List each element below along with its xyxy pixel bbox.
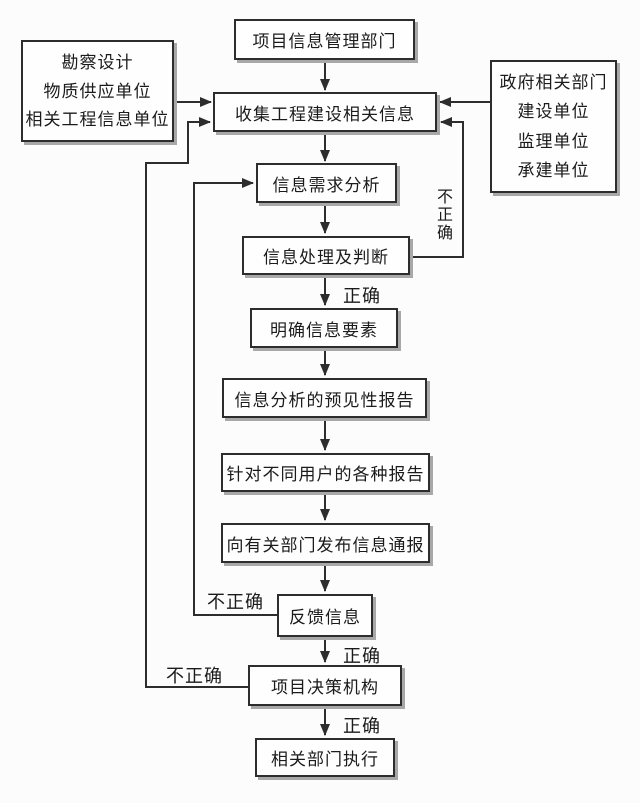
node-execute: 相关部门执行 <box>255 738 395 777</box>
label-correct-after-decision: 正确 <box>343 716 381 736</box>
node-clarify-elements-label: 明确信息要素 <box>270 320 378 340</box>
node-collect-info: 收集工程建设相关信息 <box>213 92 437 132</box>
node-user-reports: 针对不同用户的各种报告 <box>221 453 430 492</box>
node-decision-body-label: 项目决策机构 <box>271 678 379 697</box>
node-notify-departments-label: 向有关部门发布信息通报 <box>226 535 425 555</box>
node-process-judge-label: 信息处理及判断 <box>263 248 389 267</box>
left-source-survey-design: 勘察设计 <box>61 52 134 72</box>
node-predictive-report: 信息分析的预见性报告 <box>222 378 427 418</box>
loop-feedback-incorrect-to-needanalysis <box>193 178 277 616</box>
node-left-sources: 勘察设计 物质供应单位 相关工程信息单位 <box>21 40 174 142</box>
node-need-analysis: 信息需求分析 <box>256 163 397 203</box>
left-source-material-supply: 物质供应单位 <box>43 81 152 101</box>
right-source-government: 政府相关部门 <box>499 73 608 93</box>
node-decision-body: 项目决策机构 <box>248 665 402 706</box>
left-source-related-info-units: 相关工程信息单位 <box>25 110 170 130</box>
node-collect-info-label: 收集工程建设相关信息 <box>235 104 415 124</box>
label-incorrect-judge-loop: 不正确 <box>434 188 451 242</box>
label-incorrect-feedback-loop: 不正确 <box>207 592 264 612</box>
node-feedback: 反馈信息 <box>277 594 373 637</box>
label-incorrect-decision-loop: 不正确 <box>166 666 223 686</box>
node-predictive-report-label: 信息分析的预见性报告 <box>234 390 415 410</box>
label-correct-after-judge: 正确 <box>343 286 381 306</box>
node-feedback-label: 反馈信息 <box>289 608 361 627</box>
node-user-reports-label: 针对不同用户的各种报告 <box>226 465 425 484</box>
right-source-construction-unit: 建设单位 <box>517 102 590 122</box>
node-project-info-dept: 项目信息管理部门 <box>234 19 415 60</box>
loop-judge-incorrect-to-collect <box>410 117 464 258</box>
label-correct-after-feedback: 正确 <box>343 646 381 666</box>
node-clarify-elements: 明确信息要素 <box>250 308 398 348</box>
node-process-judge: 信息处理及判断 <box>242 236 410 275</box>
right-source-contractor-unit: 承建单位 <box>517 160 590 180</box>
right-source-supervision-unit: 监理单位 <box>517 131 590 151</box>
loop-decision-incorrect-to-collect <box>145 117 248 688</box>
node-right-sources: 政府相关部门 建设单位 监理单位 承建单位 <box>490 60 617 193</box>
node-project-info-dept-label: 项目信息管理部门 <box>252 32 397 51</box>
node-notify-departments: 向有关部门发布信息通报 <box>221 523 430 563</box>
node-execute-label: 相关部门执行 <box>271 750 379 769</box>
node-need-analysis-label: 信息需求分析 <box>272 175 381 195</box>
